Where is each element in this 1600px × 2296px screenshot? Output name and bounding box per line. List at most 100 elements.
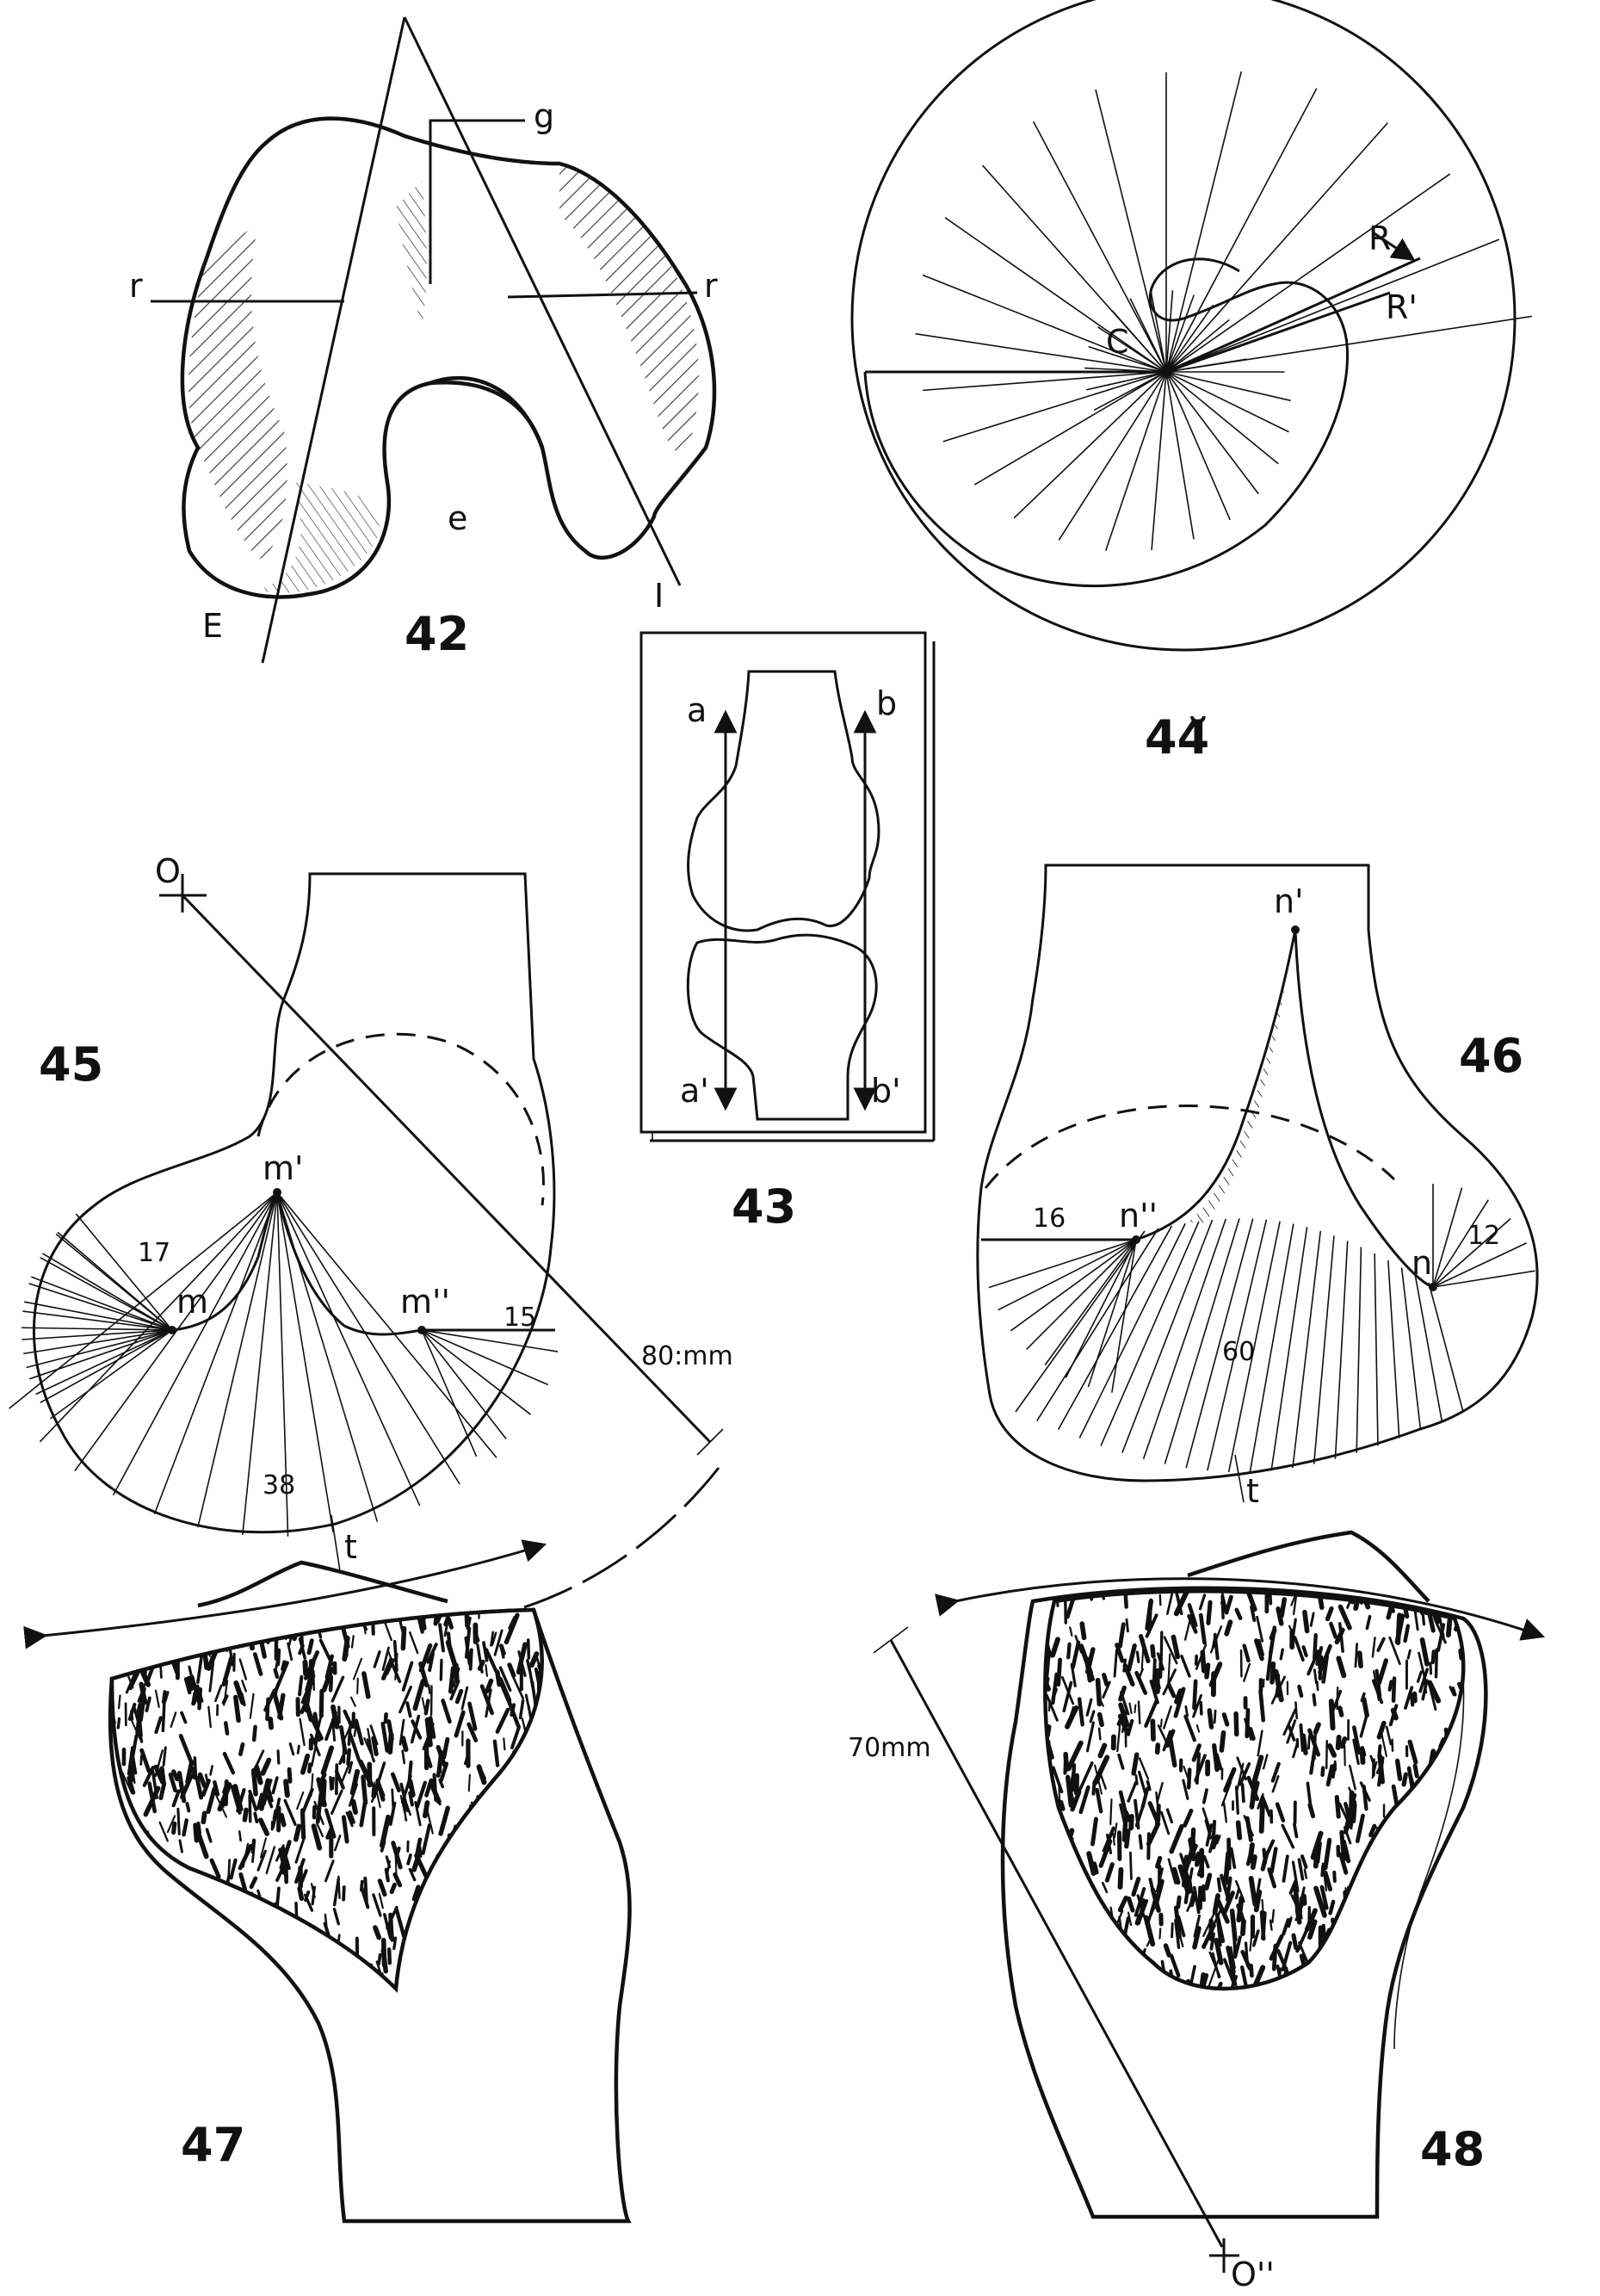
trabecula (1159, 1718, 1163, 1728)
ray-line (1165, 371, 1259, 495)
trabecula (1214, 1937, 1224, 1965)
trabecula (361, 1671, 371, 1699)
trabecula (313, 1715, 323, 1743)
trabecula (349, 1768, 361, 1796)
trabecula (1233, 1711, 1239, 1737)
trabecula (1479, 1670, 1480, 1692)
trabecula (1312, 1693, 1317, 1706)
trabecula (1215, 1897, 1230, 1924)
trabecula (225, 1902, 232, 1917)
trabecula (1166, 1682, 1177, 1699)
trabecula (1408, 1766, 1415, 1785)
trabecula (1127, 1971, 1137, 1989)
trabecula (1221, 1712, 1230, 1727)
trabecula (1137, 1899, 1149, 1924)
ray-line (1165, 371, 1279, 465)
trabecula (248, 1789, 258, 1812)
fig46-label-n-prime: n' (1274, 882, 1304, 920)
trabecula (1195, 1724, 1201, 1733)
fig46-value-12: 12 (1467, 1221, 1500, 1251)
trabecula (1171, 1634, 1181, 1660)
trabecula (1406, 1995, 1413, 2016)
trabecula (1129, 1980, 1138, 1989)
trabecula (348, 1761, 354, 1774)
ray-line (915, 332, 1167, 373)
trabecula (1109, 1798, 1113, 1825)
trabecula (1292, 1742, 1299, 1759)
trabecula (240, 1611, 254, 1637)
ray-line (1057, 1225, 1173, 1431)
trabecula (1365, 1614, 1372, 1631)
trabecula (139, 1908, 146, 1922)
fig42-label-r-left: r (129, 267, 143, 305)
trabecula (1234, 1607, 1243, 1620)
fig42-label-g: g (534, 97, 554, 135)
trabecula (446, 1940, 450, 1957)
trabecula (114, 1897, 120, 1915)
trabecula (1297, 1684, 1304, 1699)
trabecula (138, 1843, 144, 1860)
trabecula (1061, 1867, 1072, 1888)
trabecula (433, 1901, 442, 1921)
ray-line (40, 1256, 173, 1331)
trabecula (249, 1876, 258, 1890)
trabecula (324, 1654, 335, 1680)
trabecula (534, 1909, 541, 1925)
trabecula (191, 1642, 198, 1657)
trabecula (432, 1610, 442, 1616)
trabecula (498, 1963, 505, 1977)
trabecula (106, 1892, 107, 1904)
trabecula (1257, 1638, 1265, 1656)
trabecula (343, 1717, 355, 1741)
trabecula (1152, 1658, 1157, 1691)
trabecula (1424, 2001, 1430, 2017)
trabecula (114, 1976, 121, 1989)
trabecula (1113, 1649, 1118, 1678)
trabecula (1477, 1694, 1478, 1713)
trabecula (269, 1610, 276, 1623)
trabecula (371, 1736, 379, 1757)
fig46-label-n: n (1412, 1244, 1432, 1282)
trabecula (287, 1610, 294, 1639)
trabecula (1434, 1591, 1444, 1609)
trabecula (537, 1659, 542, 1680)
trabecula (1273, 2009, 1276, 2022)
trabecula (158, 1929, 164, 1942)
trabecula (1160, 1810, 1171, 1835)
trabecula (1094, 1768, 1103, 1785)
trabecula (324, 1808, 337, 1839)
trabecula (1171, 1866, 1181, 1885)
trabecula (491, 1831, 500, 1864)
trabecula (149, 1988, 158, 1989)
trabecula (1435, 1954, 1440, 1987)
trabecula (315, 1792, 324, 1824)
trabecula (1276, 1964, 1282, 1977)
trabecula (394, 1855, 398, 1882)
ray-line (49, 1329, 173, 1420)
trabecula (176, 1771, 187, 1804)
trabecula (1482, 1886, 1485, 1896)
trabecula (226, 1859, 231, 1884)
trabecula (100, 1771, 106, 1793)
trabecula (491, 1787, 498, 1810)
trabecula (1452, 1934, 1460, 1963)
trabecula (1361, 1697, 1369, 1718)
trabecula (1407, 1739, 1418, 1765)
trabecula (297, 1885, 305, 1901)
fig45-radius-line (181, 894, 712, 1444)
trabecula (181, 1983, 190, 1989)
trabecula (1366, 1928, 1378, 1957)
trabecula (268, 1716, 274, 1730)
trabecula (1127, 1780, 1138, 1803)
trabecula (1251, 1754, 1264, 1783)
trabecula (544, 1715, 548, 1734)
trabecula (1418, 1668, 1430, 1693)
trabecula (1066, 1705, 1074, 1730)
figure-47: 47 (23, 1539, 632, 2224)
trabecula (1269, 1661, 1276, 1685)
trabecula (183, 1677, 192, 1695)
trabecula (453, 1995, 454, 2008)
trabecula (522, 1929, 533, 1950)
trabecula (1344, 1744, 1346, 1767)
fig44-arrow-R (1372, 231, 1416, 261)
